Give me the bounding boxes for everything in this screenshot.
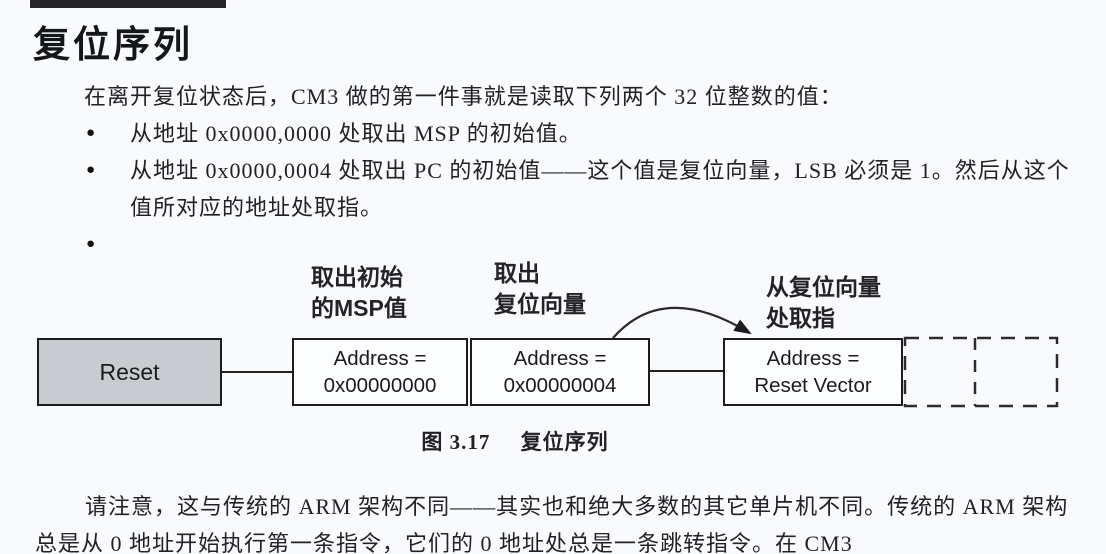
box-line: Address = (333, 347, 427, 370)
box-line: 0x00000004 (503, 374, 617, 397)
bullet-text-msp: 从地址 0x0000,0000 处取出 MSP 的初始值。 (130, 121, 582, 146)
label-line: 的MSP值 (311, 295, 407, 321)
bullet-item-msp: ● 从地址 0x0000,0000 处取出 MSP 的初始值。 (86, 115, 1076, 152)
address-reset-vector-box: Address = Reset Vector (723, 338, 903, 406)
label-fetch-msp: 取出初始 的MSP值 (311, 262, 407, 324)
dashed-placeholder-boxes (903, 336, 1059, 408)
bullet-text-pc: 从地址 0x0000,0004 处取出 PC 的初始值——这个值是复位向量，LS… (130, 158, 1070, 220)
box-line: Reset Vector (754, 374, 872, 397)
address-0x00000004-box: Address = 0x00000004 (470, 338, 650, 406)
box-line: Address = (513, 347, 607, 370)
intro-paragraph: 在离开复位状态后，CM3 做的第一件事就是读取下列两个 32 位整数的值： (84, 84, 843, 109)
box-line: 0x00000000 (323, 374, 437, 397)
reset-box-label: Reset (99, 358, 160, 385)
bullet-list: ● 从地址 0x0000,0000 处取出 MSP 的初始值。 ● 从地址 0x… (86, 115, 1076, 263)
body-paragraph: 请注意，这与传统的 ARM 架构不同——其实也和绝大多数的其它单片机不同。传统的… (35, 494, 1069, 554)
bullet-icon: ● (86, 125, 96, 141)
page-title: 复位序列 (33, 24, 193, 65)
figure-title: 复位序列 (520, 430, 609, 454)
reset-box: Reset (37, 338, 222, 406)
connector-line (222, 371, 292, 373)
figure-number: 图 3.17 (421, 430, 491, 454)
bullet-icon: ● (86, 162, 96, 178)
bullet-icon: ● (86, 236, 96, 252)
bullet-item-empty: ● (86, 226, 1076, 263)
label-fetch-instruction: 从复位向量 处取指 (766, 272, 881, 334)
label-line: 从复位向量 (766, 274, 881, 300)
label-fetch-reset-vector: 取出 复位向量 (494, 258, 586, 320)
bullet-item-pc: ● 从地址 0x0000,0004 处取出 PC 的初始值——这个值是复位向量，… (86, 152, 1076, 226)
address-0x00000000-box: Address = 0x00000000 (292, 338, 468, 406)
connector-line (650, 370, 723, 372)
label-line: 复位向量 (494, 291, 586, 317)
label-line: 取出 (494, 260, 540, 286)
curved-arrow-icon (612, 306, 752, 339)
figure-reset-sequence-diagram: 取出初始 的MSP值 取出 复位向量 从复位向量 处取指 Reset Addre… (0, 252, 1106, 465)
box-line: Address = (766, 347, 860, 370)
label-line: 取出初始 (311, 264, 403, 290)
figure-caption: 图 3.17 复位序列 (295, 426, 735, 456)
label-line: 处取指 (766, 305, 835, 331)
scan-artifact-bar (30, 0, 226, 8)
